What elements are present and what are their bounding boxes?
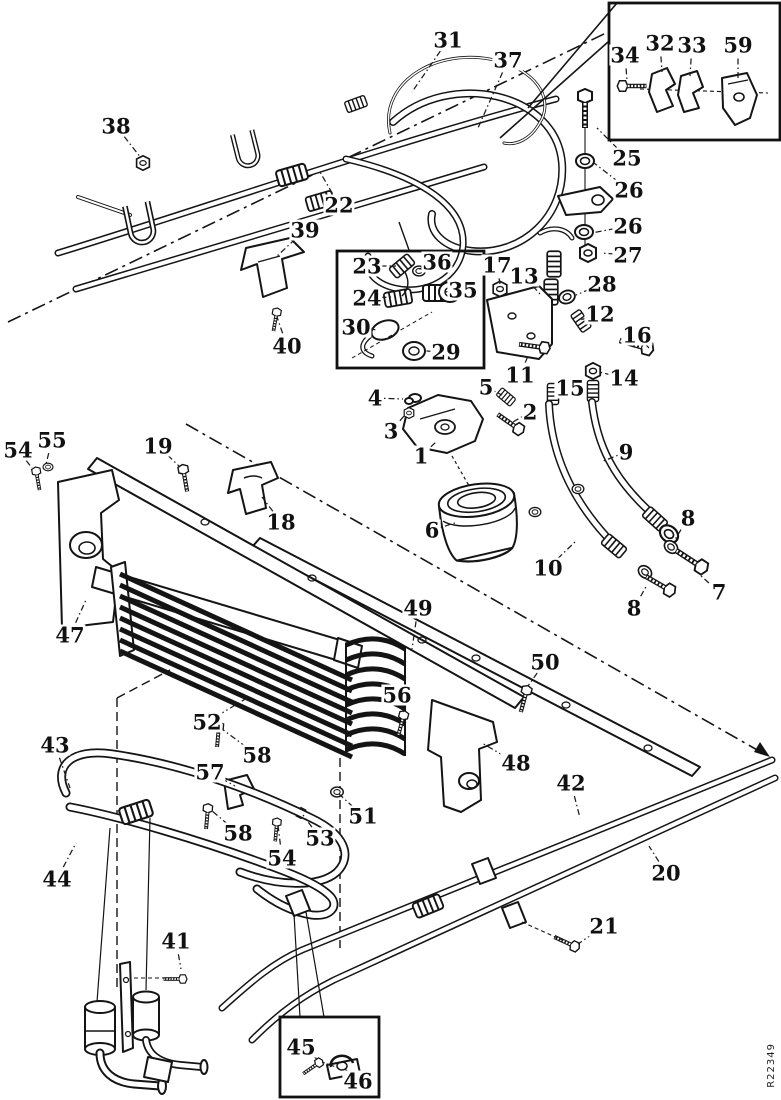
callout-58-2: 58: [222, 820, 254, 846]
callout-22: 22: [323, 192, 355, 218]
callout-30: 30: [340, 314, 372, 340]
detail-box-bottom: [278, 1015, 381, 1099]
callout-42: 42: [555, 770, 587, 796]
callout-58: 58: [241, 742, 273, 768]
callout-18: 18: [265, 509, 297, 535]
callout-16: 16: [621, 322, 653, 348]
upper-oil-lines-art: [54, 2, 618, 334]
oil-cooler-core-art: [110, 561, 533, 844]
manifold-hardware-art: [486, 89, 655, 406]
callout-47: 47: [54, 622, 86, 648]
callout-9: 9: [617, 439, 635, 465]
callout-38: 38: [100, 113, 132, 139]
leader-line-48: [481, 742, 517, 764]
callout-48: 48: [500, 750, 532, 776]
detail-top-right-art: [617, 67, 769, 126]
leader-line-43: [54, 744, 71, 789]
callout-34: 34: [609, 42, 641, 68]
callout-57: 57: [194, 759, 226, 785]
callout-49: 49: [402, 595, 434, 621]
callout-35: 35: [447, 277, 479, 303]
callout-20: 20: [650, 860, 682, 886]
callout-26: 26: [613, 177, 645, 203]
callout-23: 23: [351, 253, 383, 279]
callout-56: 56: [381, 682, 413, 708]
callout-46: 46: [342, 1068, 374, 1094]
leader-line-47: [69, 599, 87, 636]
leader-line-26: [593, 162, 630, 191]
callout-29: 29: [430, 339, 462, 365]
callout-5: 5: [477, 374, 495, 400]
callout-31: 31: [432, 27, 464, 53]
callout-10: 10: [532, 555, 564, 581]
callout-26-2: 26: [612, 213, 644, 239]
callout-8-2: 8: [625, 595, 643, 621]
callout-53: 53: [304, 825, 336, 851]
callout-15: 15: [554, 375, 586, 401]
callout-33: 33: [676, 32, 708, 58]
leader-line-26: [591, 225, 629, 234]
detail-box-top-right: [607, 1, 781, 142]
callout-14: 14: [608, 365, 640, 391]
callout-19: 19: [142, 433, 174, 459]
leader-line-52: [206, 697, 248, 723]
callout-37: 37: [492, 47, 524, 73]
oil-filter-canister-art: [437, 482, 518, 563]
leader-line-31: [411, 39, 449, 93]
callout-8: 8: [679, 505, 697, 531]
callout-59: 59: [722, 32, 754, 58]
callout-55: 55: [36, 427, 68, 453]
callout-1: 1: [412, 443, 430, 469]
leader-line-22: [319, 171, 340, 206]
callout-21: 21: [588, 913, 620, 939]
callout-41: 41: [160, 928, 192, 954]
callout-3: 3: [382, 418, 400, 444]
callout-17: 17: [481, 252, 513, 278]
oil-filter-assembly-art: [402, 386, 526, 563]
leader-line-37: [477, 59, 509, 129]
leader-line-42: [570, 782, 581, 819]
callout-43: 43: [39, 732, 71, 758]
callout-25: 25: [611, 145, 643, 171]
callout-7: 7: [710, 579, 728, 605]
callout-36: 36: [421, 249, 453, 275]
callout-6: 6: [423, 517, 441, 543]
callout-24: 24: [351, 285, 383, 311]
callout-54: 54: [2, 437, 34, 463]
callout-52: 52: [191, 709, 223, 735]
right-hoses-art: [528, 398, 710, 598]
callout-27: 27: [612, 242, 644, 268]
callout-13: 13: [508, 263, 540, 289]
callout-45: 45: [285, 1034, 317, 1060]
callout-11: 11: [504, 362, 536, 388]
callout-51: 51: [347, 803, 379, 829]
leader-line-58: [221, 728, 258, 756]
callout-40: 40: [271, 333, 303, 359]
callout-39: 39: [289, 217, 321, 243]
detail-box-middle: [335, 249, 486, 370]
callout-28: 28: [586, 271, 618, 297]
callout-12: 12: [584, 301, 616, 327]
lower-lines-art: [57, 748, 779, 1095]
callout-44: 44: [41, 866, 73, 892]
callout-54-2: 54: [266, 845, 298, 871]
callout-32: 32: [644, 30, 676, 56]
callout-50: 50: [529, 649, 561, 675]
callout-2: 2: [521, 399, 539, 425]
callout-4: 4: [366, 385, 384, 411]
figure-id: R22349: [766, 1043, 777, 1088]
